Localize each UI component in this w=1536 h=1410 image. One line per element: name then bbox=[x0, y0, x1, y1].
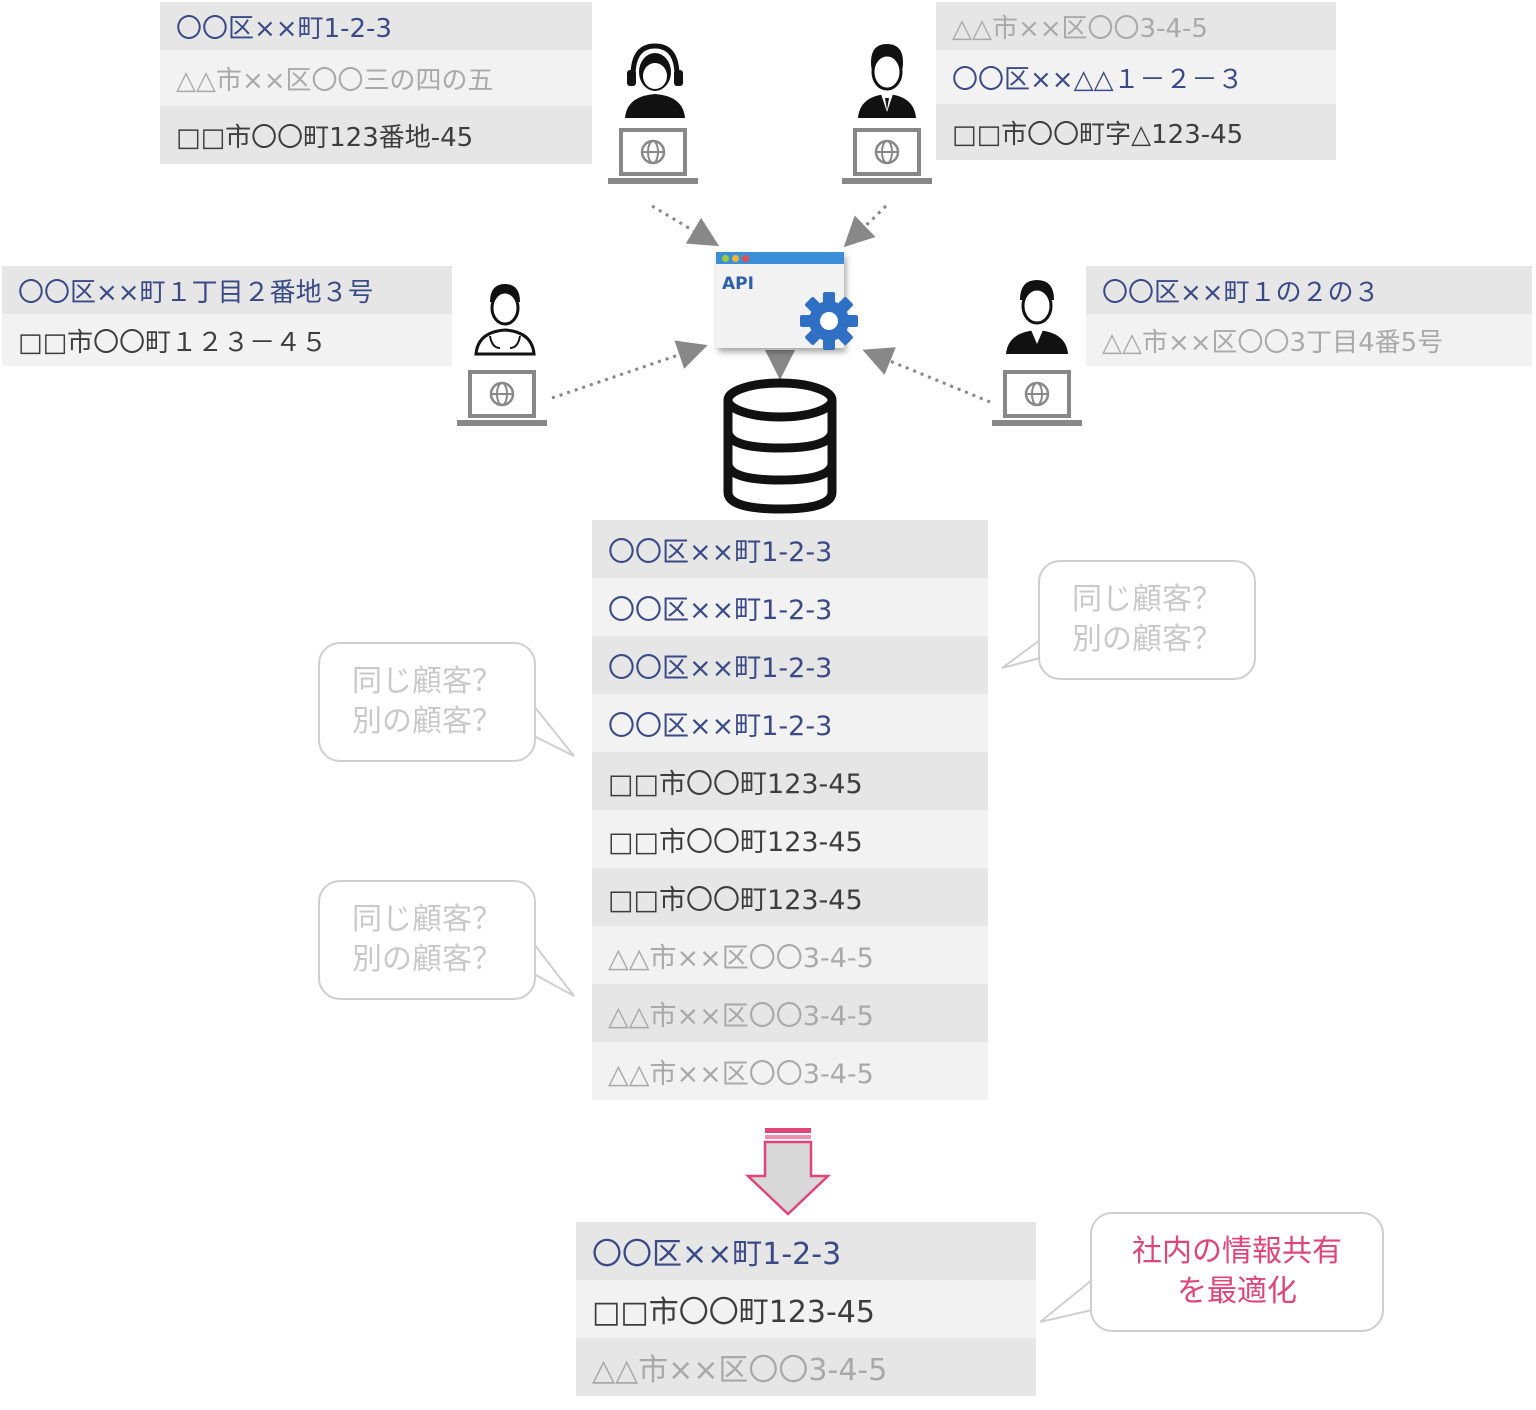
table-row: 〇〇区××町1-2-3 bbox=[592, 694, 988, 752]
doctor-icon bbox=[474, 284, 536, 356]
bubble-line: 同じ顧客？ bbox=[1072, 581, 1222, 617]
address-row: △△市××区〇〇3-4-5 bbox=[936, 2, 1336, 50]
bubble-line: 別の顧客？ bbox=[352, 704, 502, 739]
table-row: □□市〇〇町123-45 bbox=[592, 752, 988, 810]
bubble-line: 同じ顧客？ bbox=[352, 901, 502, 937]
table-row: □□市〇〇町123-45 bbox=[576, 1280, 1036, 1338]
bubble-line: 同じ顧客？ bbox=[352, 663, 502, 699]
table-row: △△市××区〇〇3-4-5 bbox=[576, 1338, 1036, 1396]
table-row: □□市〇〇町123-45 bbox=[592, 810, 988, 868]
table-row: 〇〇区××町1-2-3 bbox=[576, 1222, 1036, 1280]
database-records: 〇〇区××町1-2-3 〇〇区××町1-2-3 〇〇区××町1-2-3 〇〇区×… bbox=[592, 520, 988, 1100]
gear-icon bbox=[800, 292, 858, 350]
address-list-top-left: 〇〇区××町1-2-3 △△市××区〇〇三の四の五 □□市〇〇町123番地-45 bbox=[160, 2, 592, 164]
table-row: 〇〇区××町1-2-3 bbox=[592, 636, 988, 694]
database-icon bbox=[723, 378, 837, 514]
table-row: △△市××区〇〇3-4-5 bbox=[592, 1042, 988, 1100]
table-row: △△市××区〇〇3-4-5 bbox=[592, 984, 988, 1042]
table-row: 〇〇区××町1-2-3 bbox=[592, 520, 988, 578]
laptop-globe-icon bbox=[608, 128, 698, 184]
address-row: □□市〇〇町字△123-45 bbox=[936, 104, 1336, 160]
address-list-mid-right: 〇〇区××町１の２の３ △△市××区〇〇3丁目4番5号 bbox=[1086, 266, 1532, 366]
deduplicated-records: 〇〇区××町1-2-3 □□市〇〇町123-45 △△市××区〇〇3-4-5 bbox=[576, 1222, 1036, 1396]
question-bubble-left-1: 同じ顧客？ 別の顧客？ bbox=[318, 642, 536, 762]
address-row: □□市〇〇町１２３－４５ bbox=[2, 314, 452, 366]
question-bubble-right: 同じ顧客？ 別の顧客？ bbox=[1038, 560, 1256, 680]
bubble-line: を最適化 bbox=[1177, 1274, 1297, 1309]
address-list-top-right: △△市××区〇〇3-4-5 〇〇区××△△１－２－３ □□市〇〇町字△123-4… bbox=[936, 2, 1336, 160]
address-row: △△市××区〇〇三の四の五 bbox=[160, 50, 592, 106]
question-bubble-left-2: 同じ顧客？ 別の顧客？ bbox=[318, 880, 536, 1000]
address-row: 〇〇区××町１丁目２番地３号 bbox=[2, 266, 452, 314]
api-label: API bbox=[722, 274, 754, 294]
laptop-globe-icon bbox=[842, 128, 932, 184]
result-bubble: 社内の情報共有 を最適化 bbox=[1090, 1212, 1384, 1332]
bubble-line: 別の顧客？ bbox=[1072, 622, 1222, 657]
table-row: 〇〇区××町1-2-3 bbox=[592, 578, 988, 636]
laptop-globe-icon bbox=[992, 370, 1082, 426]
address-list-mid-left: 〇〇区××町１丁目２番地３号 □□市〇〇町１２３－４５ bbox=[2, 266, 452, 366]
person-icon bbox=[1006, 280, 1068, 354]
table-row: △△市××区〇〇3-4-5 bbox=[592, 926, 988, 984]
down-arrow-icon bbox=[744, 1128, 832, 1216]
address-row: 〇〇区××町１の２の３ bbox=[1086, 266, 1532, 314]
address-row: 〇〇区××△△１－２－３ bbox=[936, 50, 1336, 104]
table-row: □□市〇〇町123-45 bbox=[592, 868, 988, 926]
laptop-globe-icon bbox=[457, 370, 547, 426]
address-row: □□市〇〇町123番地-45 bbox=[160, 106, 592, 164]
address-row: 〇〇区××町1-2-3 bbox=[160, 2, 592, 50]
bubble-line: 社内の情報共有 bbox=[1132, 1233, 1342, 1269]
bubble-line: 別の顧客？ bbox=[352, 942, 502, 977]
connector-arrows bbox=[551, 204, 991, 404]
businessman-icon bbox=[858, 44, 916, 118]
headset-operator-icon bbox=[625, 43, 685, 118]
address-row: △△市××区〇〇3丁目4番5号 bbox=[1086, 314, 1532, 366]
